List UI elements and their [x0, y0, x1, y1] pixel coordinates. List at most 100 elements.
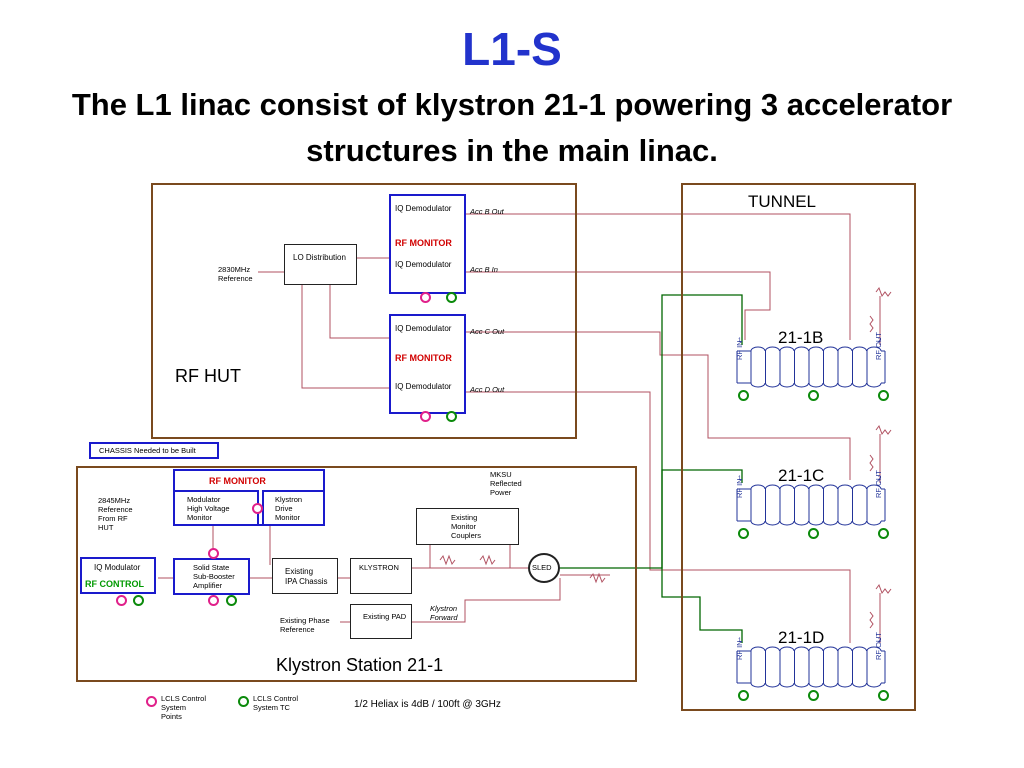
control-tc-icon: [808, 390, 819, 401]
control-tc-icon: [133, 595, 144, 606]
wire-acc-c-out: [465, 331, 851, 480]
wire-acc-b-in: [465, 271, 771, 340]
page-subtitle: The L1 linac consist of klystron 21-1 po…: [71, 87, 953, 168]
structure-body: [736, 484, 886, 526]
rf-out-label: RF OUT: [874, 470, 883, 498]
rf-monitor-label: RF MONITOR: [209, 476, 266, 486]
structure-name: 21-1B: [778, 328, 824, 347]
wire-acc-b-out: [465, 213, 851, 340]
control-tc-icon: [808, 690, 819, 701]
port-number: 2: [878, 476, 882, 482]
control-tc-icon: [878, 528, 889, 539]
solid-state-amplifier-box: Solid State Sub-Booster Amplifier: [173, 558, 250, 595]
mksu-label: MKSU Reflected Power: [490, 470, 522, 497]
chassis-note-box: CHASSIS Needed to be Built: [89, 442, 219, 459]
control-tc-icon: [738, 528, 749, 539]
rf-monitor-label: RF MONITOR: [395, 353, 452, 363]
acc-c-out-label: Acc C Out: [470, 327, 505, 336]
waveguide-21-1c: [661, 469, 743, 568]
tunnel-frame: [681, 183, 916, 711]
attenuator-1: [439, 554, 456, 566]
klystron-station-label: Klystron Station 21-1: [276, 655, 444, 675]
klystron-label: KLYSTRON: [359, 563, 399, 572]
heliax-note: 1/2 Heliax is 4dB / 100ft @ 3GHz: [354, 699, 501, 710]
wire-acc-d-out: [465, 391, 851, 643]
port-number: 1: [738, 638, 742, 644]
control-tc-icon: [878, 390, 889, 401]
control-tc-icon: [446, 411, 457, 422]
lo-distribution-box: LO Distribution: [284, 244, 357, 285]
chassis-note-label: CHASSIS Needed to be Built: [99, 446, 196, 455]
control-tc-icon: [808, 528, 819, 539]
structure-name: 21-1D: [778, 628, 825, 647]
load-21-1c: [875, 424, 892, 436]
structure-name: 21-1C: [778, 466, 825, 485]
ipa-chassis-box: Existing IPA Chassis: [272, 558, 338, 594]
iq-demod-label: IQ Demodulator: [395, 324, 452, 333]
tunnel-label: TUNNEL: [748, 192, 817, 211]
station-rf-monitor-chassis: RF MONITOR Modulator High Voltage Monito…: [173, 469, 325, 526]
iq-demod-chassis-2: IQ Demodulator RF MONITOR IQ Demodulator: [389, 314, 466, 414]
monitor-couplers-label: Existing Monitor Couplers: [451, 513, 482, 540]
klystron-box: KLYSTRON: [350, 558, 412, 594]
page-title: L1-S: [462, 23, 562, 75]
waveguide-21-1b: [552, 294, 743, 569]
wire-lo-demod-d: [301, 285, 390, 389]
control-tc-icon: [226, 595, 237, 606]
control-tc-icon: [878, 690, 889, 701]
control-point-icon: [208, 548, 219, 559]
modulator-hv-monitor-label: Modulator High Voltage Monitor: [187, 495, 230, 522]
rf-control-label: RF CONTROL: [85, 579, 144, 589]
rf-out-label: RF OUT: [874, 632, 883, 660]
control-point-icon: [420, 411, 431, 422]
legend-tc-icon: [238, 696, 249, 707]
attenuator-2: [479, 554, 496, 566]
klystron-forward-label: Klystron Forward: [430, 604, 458, 622]
port-number: 2: [878, 338, 882, 344]
lo-distribution-label: LO Distribution: [293, 253, 346, 262]
attenuator-3: [589, 572, 606, 584]
rf-hut-label: RF HUT: [175, 366, 241, 386]
wire-lo-demod-c: [329, 285, 390, 339]
phase-reference-label: Existing Phase Reference: [280, 616, 330, 634]
monitor-couplers-box: Existing Monitor Couplers: [416, 508, 519, 545]
iq-demod-label: IQ Demodulator: [395, 382, 452, 391]
ipa-label: Existing IPA Chassis: [285, 567, 328, 586]
sled-label: SLED: [532, 563, 552, 572]
waveguide-21-1d: [661, 568, 743, 643]
klystron-station-frame: [76, 466, 637, 682]
existing-pad-box: Existing PAD: [350, 604, 412, 639]
reference-2830-label: 2830MHz Reference: [218, 265, 253, 283]
structure-body: [736, 346, 886, 388]
sled-circle: SLED: [528, 553, 560, 583]
iq-modulator-label: IQ Modulator: [94, 563, 141, 572]
control-tc-icon: [738, 690, 749, 701]
legend-point-icon: [146, 696, 157, 707]
iq-demod-chassis-1: IQ Demodulator RF MONITOR IQ Demodulator: [389, 194, 466, 294]
acc-d-out-label: Acc D Out: [470, 385, 505, 394]
acc-b-out-label: Acc B Out: [470, 207, 504, 216]
acc-b-in-label: Acc B In: [470, 265, 498, 274]
legend-points-label: LCLS Control System Points: [161, 694, 207, 721]
reference-2845-label: 2845MHz Reference From RF HUT: [98, 496, 133, 532]
rf-hut-frame: [151, 183, 577, 439]
load-21-1d: [875, 583, 892, 595]
port-number: 2: [878, 638, 882, 644]
control-point-icon: [252, 503, 263, 514]
load-21-1b: [875, 286, 892, 298]
legend-tc-label: LCLS Control System TC: [253, 694, 299, 712]
control-point-icon: [420, 292, 431, 303]
control-tc-icon: [446, 292, 457, 303]
existing-pad-label: Existing PAD: [363, 612, 407, 621]
wire-pad: [412, 578, 561, 623]
control-point-icon: [208, 595, 219, 606]
klystron-drive-monitor-label: Klystron Drive Monitor: [275, 495, 303, 522]
port-number: 1: [738, 476, 742, 482]
solid-state-label: Solid State Sub-Booster Amplifier: [193, 563, 235, 590]
rf-out-label: RF OUT: [874, 332, 883, 360]
iq-demod-label: IQ Demodulator: [395, 260, 452, 269]
port-number: 1: [738, 338, 742, 344]
structure-body: [736, 646, 886, 688]
control-tc-icon: [738, 390, 749, 401]
